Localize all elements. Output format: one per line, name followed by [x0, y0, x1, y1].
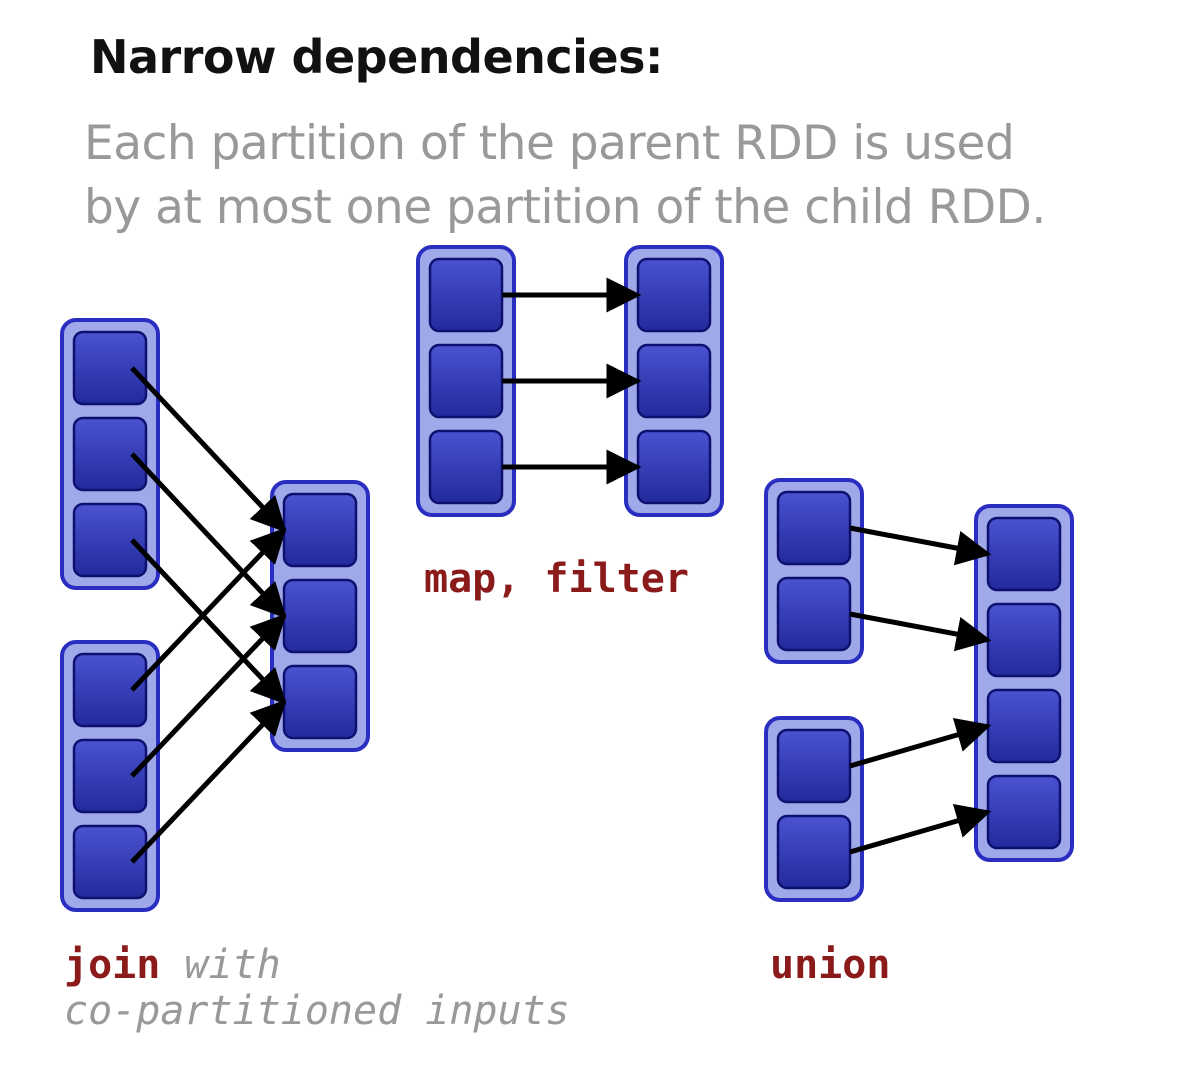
- partition: [636, 343, 712, 419]
- dependency-arrow: [130, 366, 287, 533]
- union-label: union: [770, 942, 890, 988]
- description-line-2: by at most one partition of the child RD…: [84, 180, 1046, 235]
- union-child-rdd: [974, 504, 1074, 862]
- dependency-arrow: [130, 527, 287, 692]
- partition: [428, 429, 504, 505]
- join-note: co-partitioned inputs: [64, 988, 570, 1034]
- partition: [72, 416, 148, 492]
- partition: [428, 257, 504, 333]
- partition: [72, 330, 148, 406]
- partition: [72, 502, 148, 578]
- partition: [282, 578, 358, 654]
- partition: [428, 343, 504, 419]
- partition: [986, 688, 1062, 764]
- dependency-arrow: [849, 803, 992, 855]
- partition: [776, 814, 852, 890]
- partition: [282, 492, 358, 568]
- join-op: join: [64, 942, 161, 988]
- partition: [776, 728, 852, 804]
- map-filter-label: map, filter: [424, 556, 689, 602]
- partition: [776, 490, 852, 566]
- partition: [986, 516, 1062, 592]
- map-filter-op: map, filter: [424, 556, 689, 602]
- description: Each partition of the parent RDD is used…: [84, 112, 1046, 240]
- dependency-arrow: [849, 717, 992, 769]
- partition: [776, 576, 852, 652]
- page-title: Narrow dependencies:: [90, 30, 663, 84]
- union-op: union: [770, 942, 891, 988]
- dependency-arrow: [849, 525, 992, 566]
- partition: [72, 738, 148, 814]
- dependency-arrow: [130, 699, 287, 864]
- dependency-arrow: [130, 538, 287, 705]
- join-with: with: [184, 942, 281, 988]
- dependency-arrow: [849, 611, 992, 652]
- description-line-1: Each partition of the parent RDD is used: [84, 116, 1015, 171]
- edge-layer: [130, 277, 992, 864]
- partition: [282, 664, 358, 740]
- partition: [986, 602, 1062, 678]
- partition: [636, 257, 712, 333]
- dependency-arrow: [130, 613, 287, 778]
- partition: [72, 824, 148, 900]
- partition: [636, 429, 712, 505]
- dependency-arrow: [130, 452, 287, 619]
- partition: [72, 652, 148, 728]
- join-label: join with co-partitioned inputs: [64, 942, 570, 1034]
- partition: [986, 774, 1062, 850]
